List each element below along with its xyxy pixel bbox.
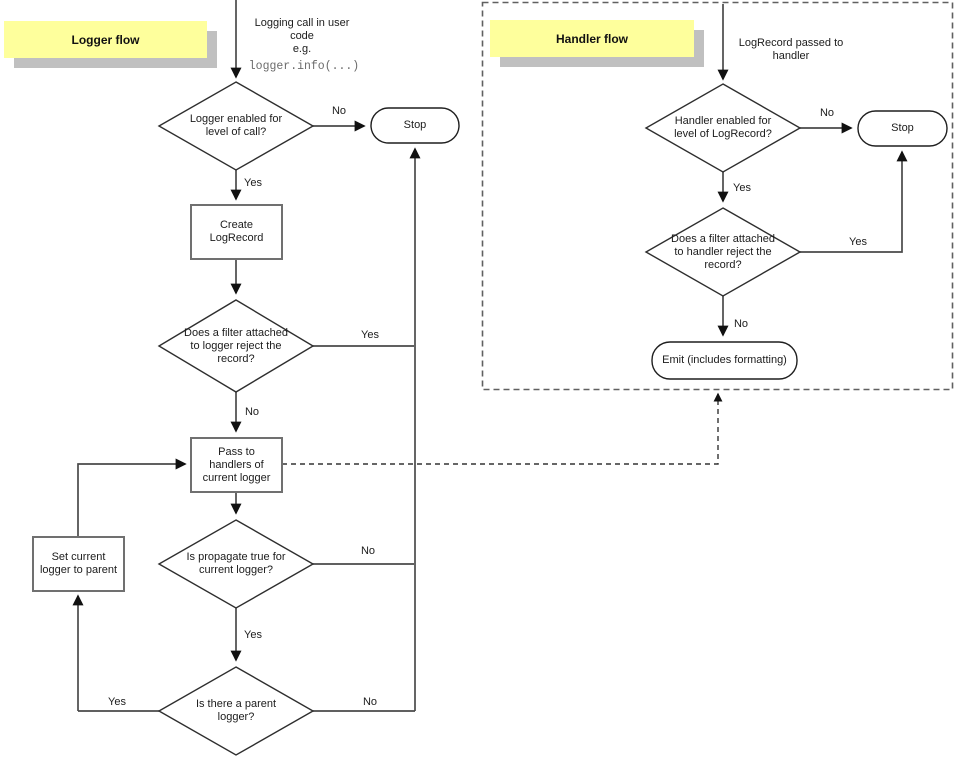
terminator-stop-handler bbox=[857, 110, 948, 147]
decision-handler-enabled bbox=[644, 83, 802, 173]
decision-logger-filter bbox=[157, 299, 315, 393]
handler-flow-title: Handler flow bbox=[490, 20, 694, 57]
decision-logger-enabled bbox=[157, 81, 315, 171]
edge-hfilter-yes-to-stop bbox=[800, 150, 908, 253]
edge-pass-to-handler-flow-dashed bbox=[282, 397, 719, 465]
terminator-emit bbox=[651, 341, 798, 380]
decision-parent-logger bbox=[157, 666, 315, 756]
logger-flow-title: Logger flow bbox=[4, 21, 207, 58]
decision-propagate bbox=[157, 519, 315, 609]
terminator-stop-logger bbox=[370, 107, 460, 144]
edge-setparent-to-pass bbox=[77, 458, 187, 537]
process-pass-to-handlers bbox=[190, 437, 283, 493]
process-set-current-logger bbox=[32, 536, 125, 592]
decision-handler-filter bbox=[644, 207, 802, 297]
handler-flow-container bbox=[481, 1, 954, 391]
process-create-logrecord bbox=[190, 204, 283, 260]
